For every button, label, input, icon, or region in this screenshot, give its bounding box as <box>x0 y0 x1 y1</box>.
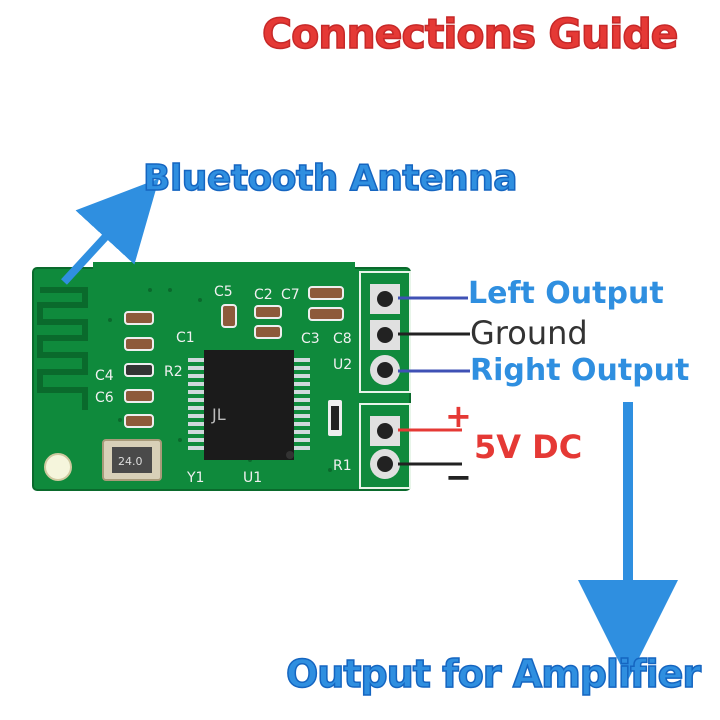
ground-label: Ground <box>470 314 588 352</box>
left-output-label: Left Output <box>468 276 664 311</box>
minus-sign: − <box>445 458 472 496</box>
mark-c6: C6 <box>95 390 114 406</box>
plus-sign: + <box>445 397 472 435</box>
mark-c3: C3 <box>301 331 320 347</box>
mark-c2: C2 <box>254 287 273 303</box>
crystal <box>102 439 162 481</box>
mark-c5: C5 <box>214 284 233 300</box>
mark-u1: U1 <box>243 470 262 486</box>
mark-r1: R1 <box>333 458 352 474</box>
silkscreen: C5 C2 C7 C1 C3 C8 U2 C4 R2 C6 R1 Y1 U1 J… <box>95 284 352 486</box>
mark-c1: C1 <box>176 330 195 346</box>
mark-c7: C7 <box>281 287 300 303</box>
header-pins <box>370 284 400 479</box>
power-label: 5V DC <box>474 428 583 466</box>
mark-u2: U2 <box>333 357 352 373</box>
amplifier-label: Output for Amplifier <box>285 651 702 697</box>
mark-r2: R2 <box>164 364 183 380</box>
main-chip <box>188 350 310 460</box>
antenna-trace <box>37 287 88 410</box>
page-title: Connections Guide <box>261 9 679 59</box>
capacitors <box>124 286 344 436</box>
chip-text: JL <box>211 405 226 424</box>
antenna-arrow <box>61 178 160 285</box>
mounting-hole <box>44 453 72 481</box>
antenna-label: Bluetooth Antenna <box>142 157 518 200</box>
mark-c8: C8 <box>333 331 352 347</box>
mark-y1: Y1 <box>186 470 204 486</box>
mark-c4: C4 <box>95 368 114 384</box>
crystal-text: 24.0 <box>118 455 143 468</box>
right-output-label: Right Output <box>470 353 690 388</box>
